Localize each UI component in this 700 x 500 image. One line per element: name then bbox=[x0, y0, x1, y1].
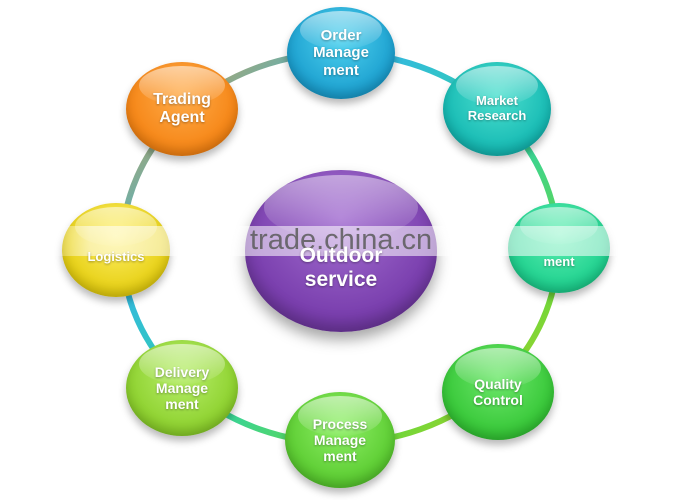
node-trading-agent: Trading Agent bbox=[126, 62, 238, 156]
center-node-label: Outdoor service bbox=[299, 243, 383, 291]
node-management-label: ment bbox=[543, 253, 575, 269]
node-market-research-label: Market Research bbox=[467, 93, 527, 123]
node-process-management: Process Manage ment bbox=[285, 392, 395, 488]
node-order-management-label: Order Manage ment bbox=[313, 27, 369, 79]
node-quality-control: Quality Control bbox=[442, 344, 554, 440]
node-logistics-label: Logistics bbox=[87, 248, 145, 264]
node-process-management-label: Process Manage ment bbox=[312, 415, 368, 465]
node-market-research: Market Research bbox=[443, 62, 551, 156]
watermark-band bbox=[40, 226, 660, 256]
node-quality-control-label: Quality Control bbox=[473, 375, 523, 408]
node-order-management: Order Manage ment bbox=[287, 7, 395, 99]
node-delivery-management-label: Delivery Manage ment bbox=[154, 363, 210, 413]
node-trading-agent-label: Trading Agent bbox=[153, 90, 211, 126]
watermark-text: trade.china.cn bbox=[250, 224, 433, 256]
node-delivery-management: Delivery Manage ment bbox=[126, 340, 238, 436]
